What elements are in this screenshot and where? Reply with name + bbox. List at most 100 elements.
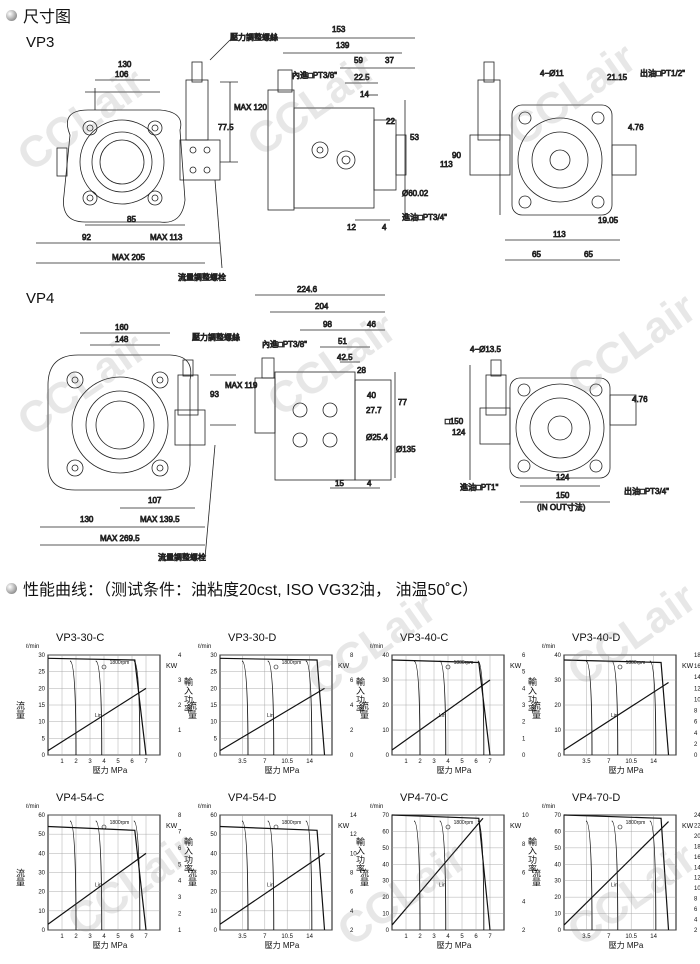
dimensions-title: 尺寸图 [23,9,72,26]
x-tick-label: 7 [144,934,148,940]
x-tick-label: 5 [116,934,120,940]
y-unit-label: ℓ/min [198,643,211,650]
y-tick-label: 0 [214,753,218,759]
vp3-d85: 85 [127,215,136,224]
rpm-label: 1800rpm [282,820,302,826]
x-tick-label: 10.5 [281,759,293,765]
kw-tick-label: 4 [350,703,354,709]
vp3-d153: 153 [332,25,346,34]
y-tick-label: 0 [386,928,390,934]
pressure-axis-label: 壓力 MPa [265,940,300,950]
x-tick-label: 3.5 [238,759,247,765]
kw-tick-label: 4 [694,731,698,737]
kw-tick-label: 4 [522,686,526,692]
y-tick-label: 40 [38,851,45,857]
rpm-label: 1800rpm [110,660,130,666]
y-tick-label: 10 [554,728,561,734]
series-lin-line [47,852,147,925]
kw-tick-label: 12 [694,876,700,882]
vp4-max119: MAX 119 [225,381,258,390]
kw-tick-label: 2 [522,720,526,726]
pressure-cutoff-curve [95,820,103,931]
power-label: 輸入功率 [355,676,365,714]
x-tick-label: 3 [432,759,436,765]
pressure-cutoff-curve [477,820,485,931]
x-tick-label: 5 [460,759,464,765]
flow-label: 流量 [359,700,369,719]
y-tick-label: 30 [210,871,217,877]
pressure-axis-label: 壓力 MPa [93,765,128,775]
pressure-cutoff-curve [477,660,485,756]
x-tick-label: 7 [607,759,611,765]
kw-label: KW [510,663,522,670]
vp3-d106: 106 [115,70,129,79]
vp3-flow-screw: 流量調整螺栓 [178,272,226,282]
y-tick-label: 60 [382,829,389,835]
pressure-cutoff-curve [133,820,141,931]
y-tick-label: 30 [554,879,561,885]
x-tick-label: 2 [418,759,422,765]
y-tick-label: 60 [554,829,561,835]
kw-tick-label: 8 [694,709,698,715]
vp4-end-d124h: 124 [556,473,570,482]
x-tick-label: 5 [116,759,120,765]
y-tick-label: 30 [382,678,389,684]
vp4-max269-5: MAX 269.5 [100,534,140,543]
marker-circle [101,824,107,830]
y-tick-label: 5 [214,736,218,742]
curves-title: 性能曲线：（测试条件：油粘度20cst, ISO VG32油， 油温50˚C） [23,582,479,599]
x-tick-label: 3 [88,759,92,765]
y-tick-label: 40 [382,862,389,868]
chart-title: VP3-30-D [228,632,276,644]
kw-tick-label: 6 [350,890,354,896]
y-unit-label: ℓ/min [26,803,39,810]
pressure-cutoff-curve [267,820,275,931]
y-tick-label: 50 [382,846,389,852]
vp4-end-inlet: 進油□PT1" [460,482,499,492]
vp3-d22: 22 [386,117,395,126]
vp3-end-d65b: 65 [584,250,593,259]
y-tick-label: 20 [382,895,389,901]
x-tick-label: 6 [130,759,134,765]
vp3-d59: 59 [354,56,363,65]
vp4-max93: 93 [210,390,219,399]
lin-label: Lin [439,713,446,719]
kw-tick-label: 4 [350,909,354,915]
y-tick-label: 0 [42,753,46,759]
y-tick-label: 10 [210,720,217,726]
vp3-inlet: 內進□PT3/8" [292,71,337,80]
y-unit-label: ℓ/min [370,643,383,650]
x-tick-label: 7 [263,759,267,765]
kw-tick-label: 2 [178,912,182,918]
rpm-label: 1800rpm [454,660,474,666]
power-label: 輸入功率 [527,676,537,714]
kw-tick-label: 6 [350,678,354,684]
vp4-d135: Ø135 [396,445,416,454]
vp4-d4: 4 [367,479,372,488]
kw-tick-label: 6 [694,720,698,726]
y-tick-label: 50 [554,846,561,852]
vp4-d224-6: 224.6 [297,285,318,294]
flow-label: 流量 [187,700,197,719]
lin-label: Lin [611,882,618,888]
vp3-end-outlet: 出油□PT1/2" [640,68,685,78]
vp3-d4: 4 [382,223,387,232]
kw-label: KW [510,823,522,830]
kw-tick-label: 10 [694,886,700,892]
kw-label: KW [166,663,178,670]
chart-title: VP3-40-D [572,632,620,644]
kw-tick-label: 4 [694,918,698,924]
x-tick-label: 2 [418,934,422,940]
vp3-max120: MAX 120 [234,103,267,112]
pressure-cutoff-curve [585,820,593,931]
y-tick-label: 30 [38,653,45,659]
y-tick-label: 10 [38,720,45,726]
x-tick-label: 6 [474,934,478,940]
vp3-end-d19-05: 19.05 [598,216,619,225]
kw-label: KW [682,823,694,830]
x-tick-label: 2 [74,934,78,940]
vp4-d42-5: 42.5 [337,353,353,362]
y-tick-label: 0 [386,753,390,759]
vp3-bore: Ø60.02 [402,189,429,198]
